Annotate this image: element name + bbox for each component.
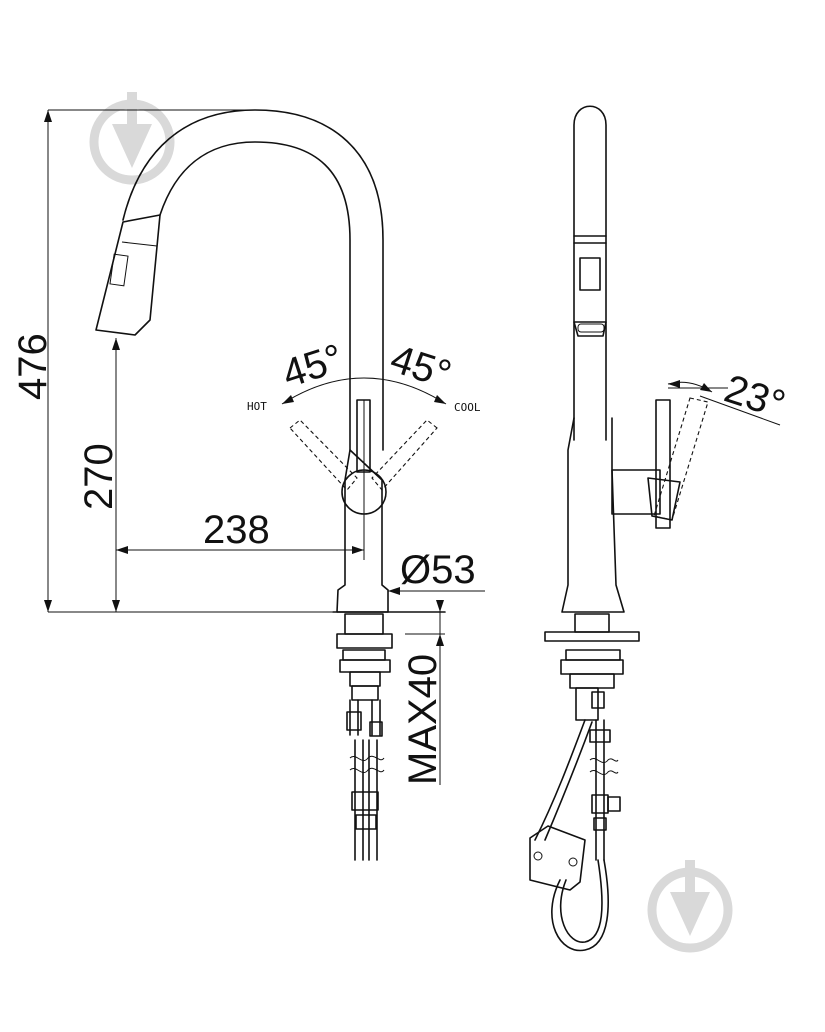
side-angle-label: 23°: [719, 367, 790, 428]
base-diameter-label: Ø53: [400, 548, 476, 592]
spout-height-label: 270: [77, 443, 121, 510]
cool-angle-label: 45°: [385, 337, 456, 398]
max-deck-thickness-label: MAX40: [401, 654, 445, 785]
front-view-faucet: [95, 109, 446, 861]
front-dimensions: [44, 109, 485, 785]
watermark-top-left: [89, 92, 175, 185]
side-dimensions: [667, 380, 781, 426]
hot-angle-label: 45°: [277, 336, 348, 397]
side-view-faucet: [529, 105, 709, 952]
cool-label: COOL: [454, 401, 481, 414]
total-height-label: 476: [11, 333, 55, 400]
watermark-bottom-right: [647, 860, 733, 953]
hot-label: HOT: [247, 400, 267, 413]
reach-label: 238: [203, 508, 270, 552]
